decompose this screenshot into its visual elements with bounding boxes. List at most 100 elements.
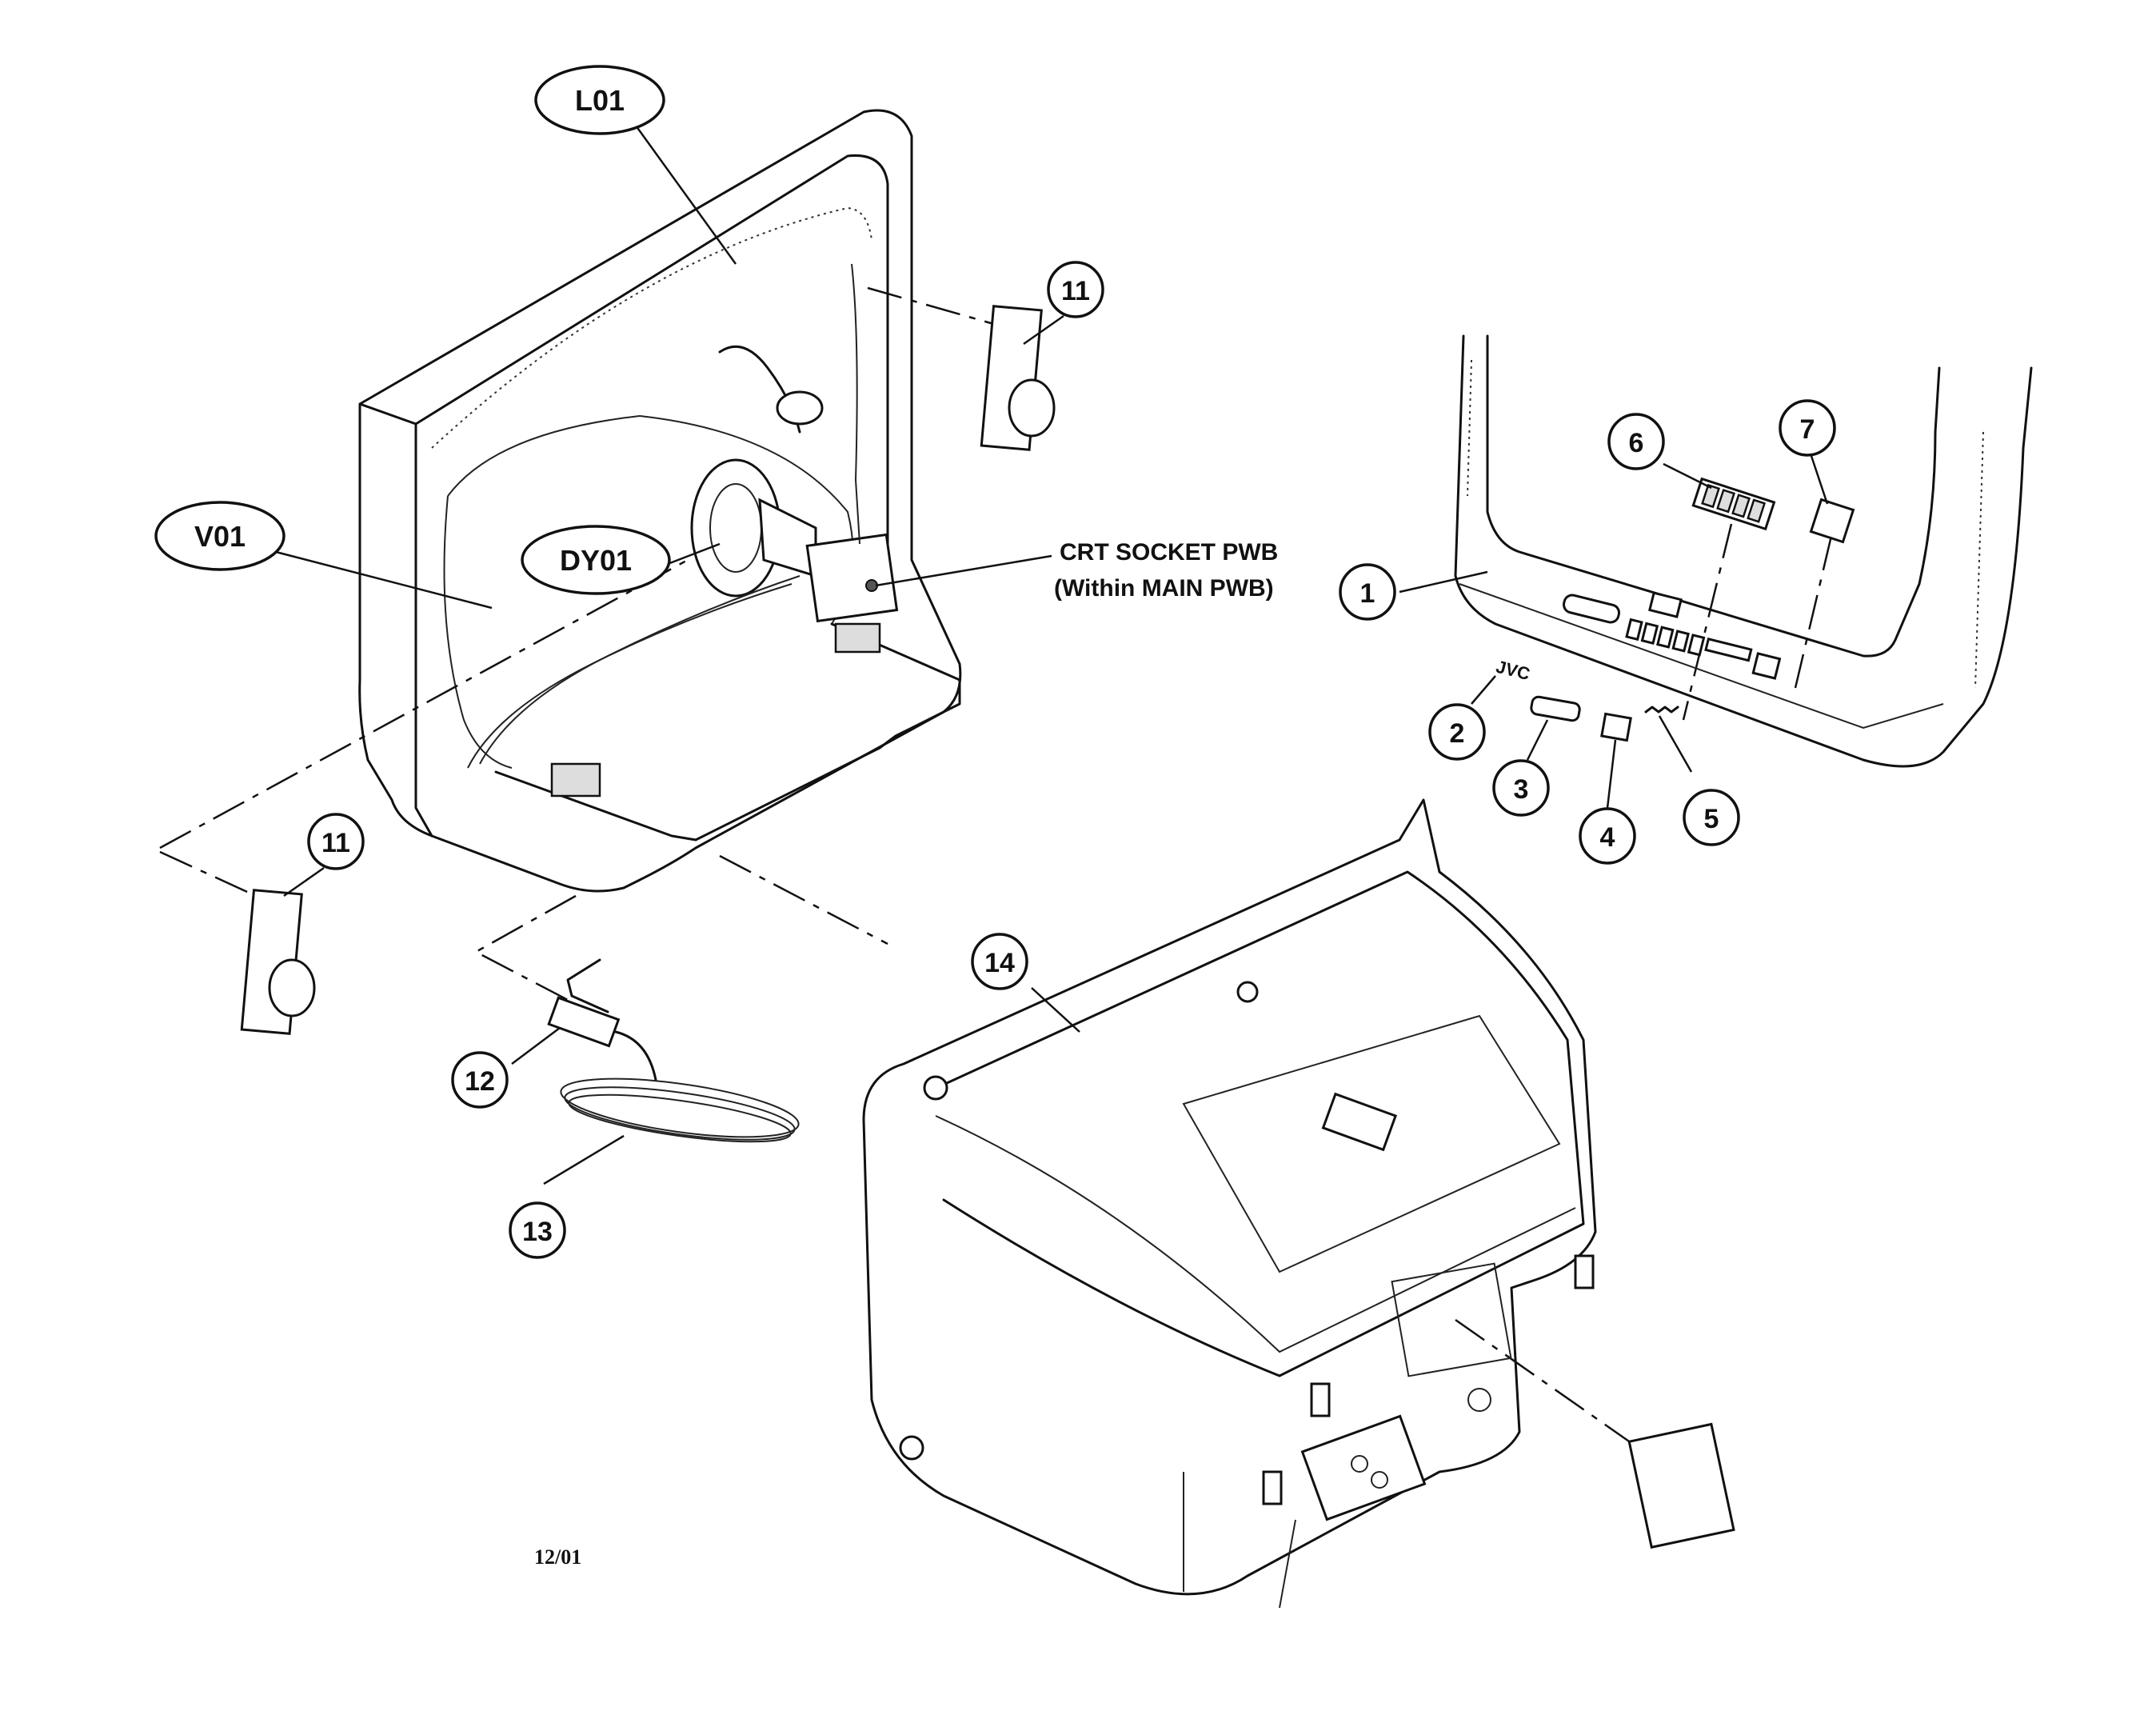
leader-2 (1471, 675, 1496, 705)
front-bezel-left (358, 402, 433, 838)
callout-14: 14 (971, 933, 1028, 990)
cord-clamp (547, 996, 621, 1048)
crt-socket-label-line1: CRT SOCKET PWB (1060, 539, 1278, 566)
back-cover-handle (1321, 1092, 1398, 1152)
svg-text:12: 12 (465, 1066, 495, 1097)
leader-crt-socket (875, 554, 1052, 587)
dash-line-cable (473, 894, 577, 1001)
leader-l01 (630, 119, 737, 265)
callout-l01: L01 (534, 65, 665, 135)
svg-text:13: 13 (522, 1217, 553, 1247)
part-2-logo-badge: JVC (1494, 657, 1532, 685)
svg-text:11: 11 (1061, 276, 1090, 306)
front-cabinet-assembly (358, 109, 962, 893)
leader-dy01 (667, 542, 721, 566)
callout-dy01: DY01 (521, 525, 671, 595)
front-button (1625, 618, 1643, 642)
front-panel-inner (1486, 334, 1941, 658)
leader-6 (1663, 462, 1712, 490)
leader-11a (1023, 314, 1064, 346)
back-cover-label-area (1391, 1262, 1512, 1377)
leader-13 (543, 1134, 625, 1185)
back-knob (1467, 1388, 1491, 1412)
speaker-left-cone (268, 958, 316, 1017)
leader-12 (511, 1027, 561, 1065)
chassis-tray (494, 622, 961, 842)
cord-coil-2 (564, 1086, 796, 1141)
tray-connector-left (550, 762, 601, 798)
anode-cap (776, 390, 824, 426)
part-7-button (1809, 498, 1855, 544)
back-label-sticker (1627, 1422, 1735, 1549)
front-button (1640, 622, 1659, 645)
crt-socket-label-line2: (Within MAIN PWB) (1054, 575, 1274, 602)
cord-wire (614, 1030, 657, 1081)
wire-harness-2 (467, 583, 793, 769)
back-cover-rim (935, 1115, 1576, 1353)
front-control-slot-1 (1563, 594, 1620, 624)
back-terminal-2 (1310, 1382, 1331, 1417)
degauss-coil-dotted (431, 206, 872, 449)
back-terminal-1 (1574, 1254, 1595, 1289)
callout-13: 13 (509, 1201, 566, 1259)
callout-7: 7 (1779, 399, 1836, 457)
back-jack-1 (1351, 1455, 1368, 1473)
svg-text:V01: V01 (194, 520, 246, 553)
date-code: 12/01 (534, 1545, 581, 1569)
front-display-strip (1704, 637, 1753, 662)
back-cover-screw-3 (899, 1435, 924, 1461)
part-6-button-set (1691, 477, 1776, 531)
leader-5 (1658, 715, 1693, 773)
svg-text:2: 2 (1450, 718, 1465, 749)
cord-plug-lead (566, 958, 609, 1013)
wire-harness (479, 575, 801, 765)
part-4-knob (1600, 712, 1632, 742)
dash-line-front-7 (1794, 535, 1833, 689)
cord-coil-1 (560, 1077, 800, 1138)
svg-text:L01: L01 (575, 84, 625, 117)
leader-3 (1526, 719, 1549, 761)
svg-text:7: 7 (1800, 414, 1815, 445)
front-panel-view: JVC (1454, 334, 2033, 768)
back-jack-panel (1300, 1414, 1427, 1521)
front-button (1656, 626, 1675, 649)
speaker-right (980, 305, 1056, 451)
callout-1: 1 (1339, 563, 1396, 621)
part-3-lens (1530, 695, 1581, 722)
front-bezel-inner (414, 154, 889, 554)
crt-socket-board (805, 533, 899, 623)
dash-line-speaker-right (867, 286, 1008, 330)
front-button-row (1625, 618, 1753, 662)
back-cover-screw-2 (923, 1075, 948, 1101)
back-cover-assembly (862, 798, 1597, 1609)
leader-4 (1606, 739, 1617, 809)
power-cord-assembly (547, 958, 800, 1143)
callout-4: 4 (1579, 807, 1636, 865)
front-panel-outer (1454, 334, 2033, 768)
svg-text:4: 4 (1600, 822, 1615, 853)
dash-line-speaker-left (159, 558, 689, 850)
leader-11b (283, 866, 325, 897)
back-cover-top-face (926, 870, 1585, 1377)
svg-text:5: 5 (1704, 804, 1719, 834)
callout-2: 2 (1428, 703, 1486, 761)
tray-connector-right (834, 622, 881, 654)
callout-11-left: 11 (307, 813, 365, 870)
leader-1 (1399, 570, 1488, 594)
leader-v01 (275, 550, 493, 610)
leader-7 (1810, 455, 1829, 505)
callout-v01: V01 (154, 501, 285, 571)
speaker-left (240, 889, 316, 1035)
leader-14 (1031, 987, 1080, 1033)
back-lower-section (1183, 1472, 1296, 1609)
back-terminal-3 (1262, 1470, 1283, 1505)
dash-line-speaker-left-2 (159, 850, 257, 897)
front-power-button (1751, 652, 1782, 680)
callout-5: 5 (1683, 789, 1740, 846)
back-cover-screw-1 (1236, 981, 1259, 1003)
callout-11-right: 11 (1047, 261, 1104, 318)
callout-3: 3 (1492, 759, 1550, 817)
part-5-spring (1644, 706, 1679, 714)
svg-text:DY01: DY01 (560, 544, 632, 577)
